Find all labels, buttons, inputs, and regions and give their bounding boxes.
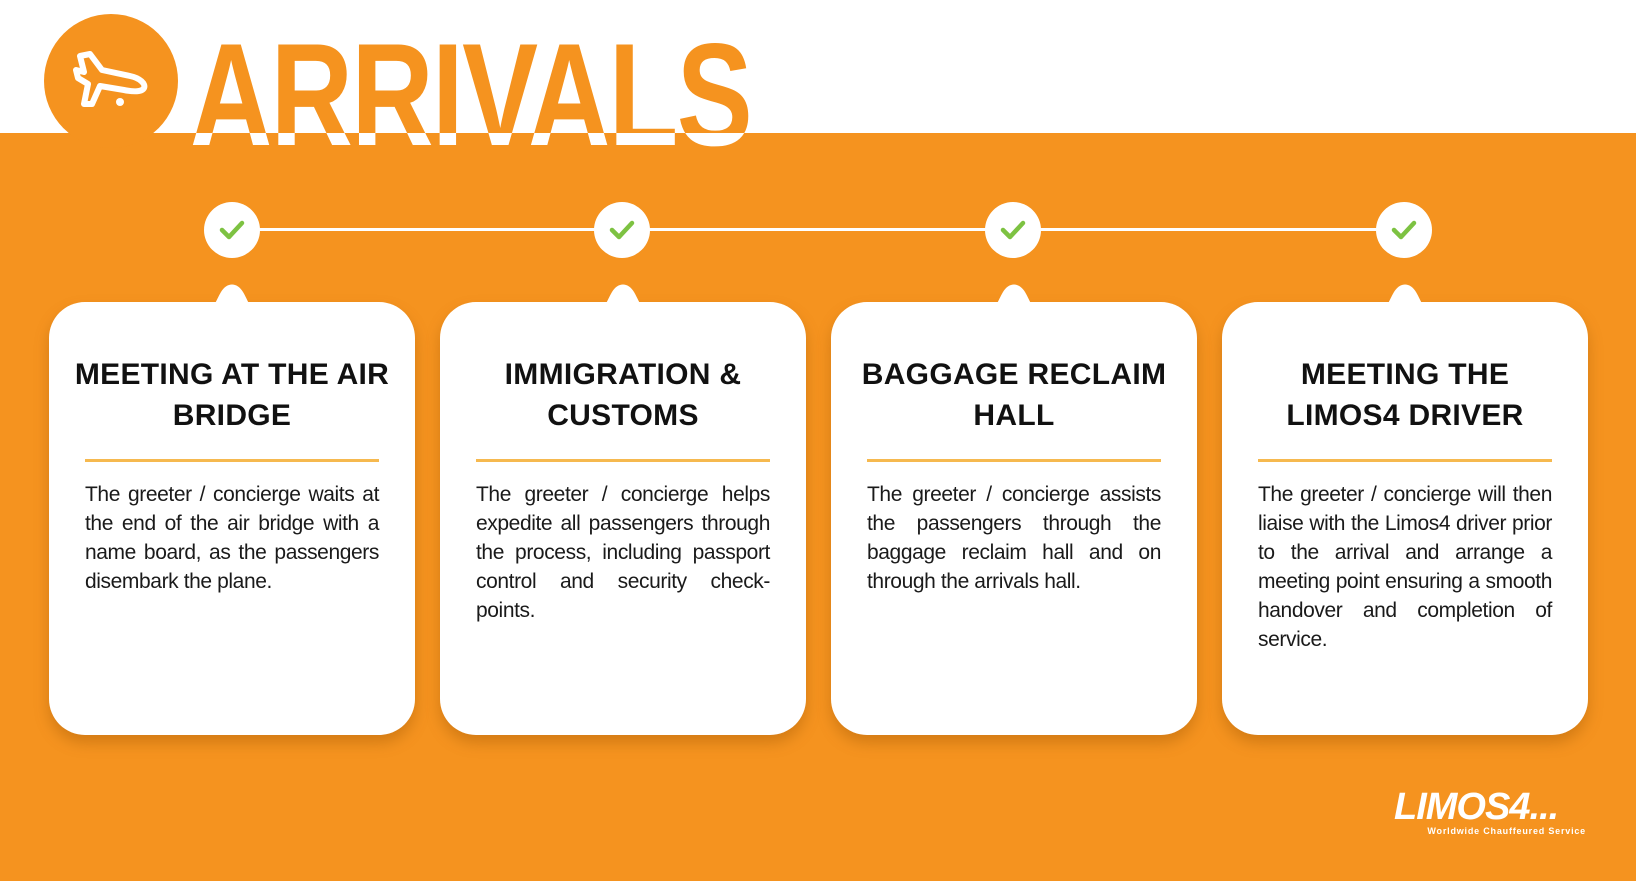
card-notch: [201, 284, 263, 310]
check-icon: [1391, 220, 1417, 240]
logo-wordmark: LIMOS4...: [1394, 786, 1559, 828]
step-card-4: MEETING THE LIMOS4 DRIVER The greeter / …: [1222, 284, 1588, 735]
title-overlay: ARRIVALS: [0, 133, 760, 153]
step-2-check: [594, 202, 650, 258]
check-icon: [219, 220, 245, 240]
card-divider: [85, 459, 379, 462]
step-3-check: [985, 202, 1041, 258]
page-title: ARRIVALS: [190, 13, 753, 176]
step-description: The greeter / concierge will then liaise…: [1258, 483, 1552, 651]
step-description: The greeter / concierge waits at the end…: [85, 483, 379, 593]
check-icon: [609, 220, 635, 240]
card-notch: [1374, 284, 1436, 310]
step-title: IMMIGRATION & CUSTOMS: [504, 358, 742, 432]
logo-tagline: Worldwide Chauffeured Service: [1427, 826, 1586, 836]
step-description: The greeter / concierge helps expedite a…: [476, 483, 770, 622]
airplane-landing-icon: [73, 51, 148, 107]
card-divider: [476, 459, 770, 462]
step-description: The greeter / concierge assists the pass…: [867, 483, 1161, 593]
step-title: MEETING THE LIMOS4 DRIVER: [1286, 358, 1524, 432]
card-divider: [1258, 459, 1552, 462]
card-notch: [983, 284, 1045, 310]
step-card-3: BAGGAGE RECLAIM HALL The greeter / conci…: [831, 284, 1197, 735]
card-notch: [592, 284, 654, 310]
page-title-overlay: ARRIVALS: [190, 133, 753, 153]
step-title: MEETING AT THE AIR BRIDGE: [74, 358, 390, 432]
limos4-logo: LIMOS4... Worldwide Chauffeured Service: [1394, 788, 1588, 838]
step-card-2: IMMIGRATION & CUSTOMS The greeter / conc…: [440, 284, 806, 735]
airplane-badge: [44, 14, 178, 148]
step-card-1: MEETING AT THE AIR BRIDGE The greeter / …: [49, 284, 415, 735]
step-4-check: [1376, 202, 1432, 258]
step-title: BAGGAGE RECLAIM HALL: [861, 358, 1167, 432]
timeline-line: [232, 228, 1404, 231]
check-icon: [1000, 220, 1026, 240]
card-divider: [867, 459, 1161, 462]
step-1-check: [204, 202, 260, 258]
